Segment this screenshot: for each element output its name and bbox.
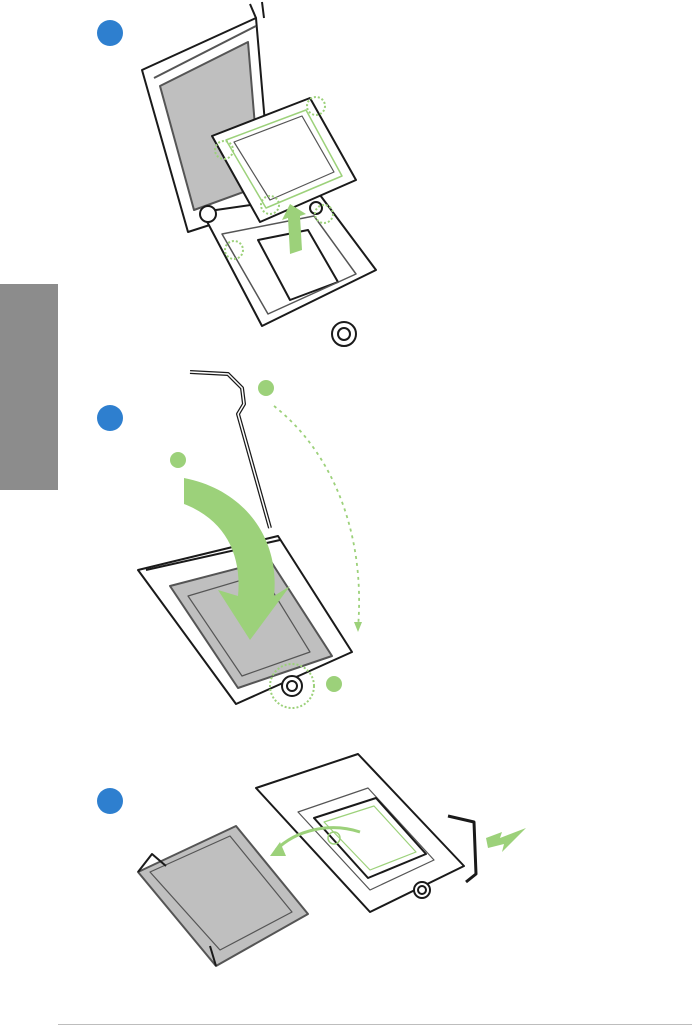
pnp-cap [138, 826, 308, 966]
push-arrow-icon [486, 828, 526, 852]
screw-icon [332, 322, 356, 346]
step-1-marker [97, 20, 123, 46]
swing-arrow-icon [354, 622, 362, 632]
page-footer-rule [58, 1024, 692, 1025]
step-2-illustration [130, 360, 370, 710]
step-2-marker [97, 405, 123, 431]
step-3-illustration [130, 740, 550, 980]
step-1-illustration [130, 0, 400, 350]
chapter-side-tab [0, 284, 58, 490]
step-3-marker [97, 788, 123, 814]
